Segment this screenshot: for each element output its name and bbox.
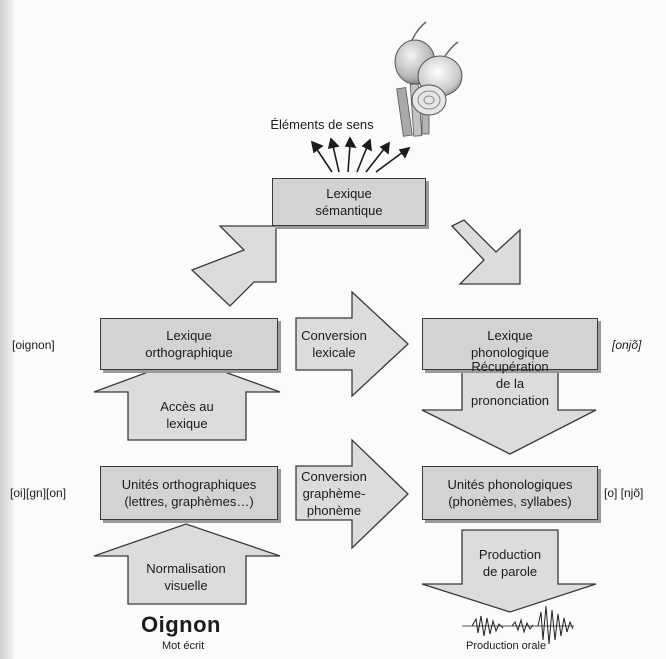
pronunciation-retrieval-label: Récupération de la prononciation [470,359,550,408]
phonological-units-example: [o] [njõ] [604,486,644,500]
speech-production-arrow [421,529,597,613]
lexical-conversion-label: Conversion lexicale [301,328,367,360]
written-word: Oignon [141,612,221,637]
lexical-conversion-arrow [295,290,409,398]
semantic-lexicon-box: Lexique sémantique [272,178,426,226]
written-word-caption: Mot écrit [162,640,205,652]
phonological-units-box: Unités phonologiques (phonèmes, syllabes… [422,466,598,520]
grapheme-phoneme-arrow [295,438,409,550]
orthographic-lexicon-example: [oignon] [12,338,55,352]
orthographic-units-example: [oi][gn][on] [10,486,67,500]
page-edge [0,0,14,659]
speech-waveform [462,605,574,645]
onion-illustration [394,21,463,137]
meaning-arrows [310,136,411,173]
down-arrow-from-semantic [450,219,521,285]
lexicon-access-label: Accès au lexique [160,399,214,431]
phonological-lexicon-example: [onjõ] [612,338,642,352]
visual-normalisation-label: Normalisation visuelle [146,561,226,593]
orthographic-units-box: Unités orthographiques (lettres, graphèm… [100,466,278,520]
grapheme-phoneme-label: Conversion graphème- phonème [301,469,367,518]
meaning-elements-label: Éléments de sens [270,117,374,132]
orthographic-lexicon-box: Lexique orthographique [100,318,278,370]
speech-output-caption: Production orale [466,640,547,652]
phonological-lexicon-box: Lexique phonologique [422,318,598,370]
speech-production-label: Production de parole [478,547,542,579]
visual-normalisation-arrow [93,523,281,605]
lexicon-access-arrow [93,357,281,441]
up-arrow-to-semantic [190,225,277,307]
